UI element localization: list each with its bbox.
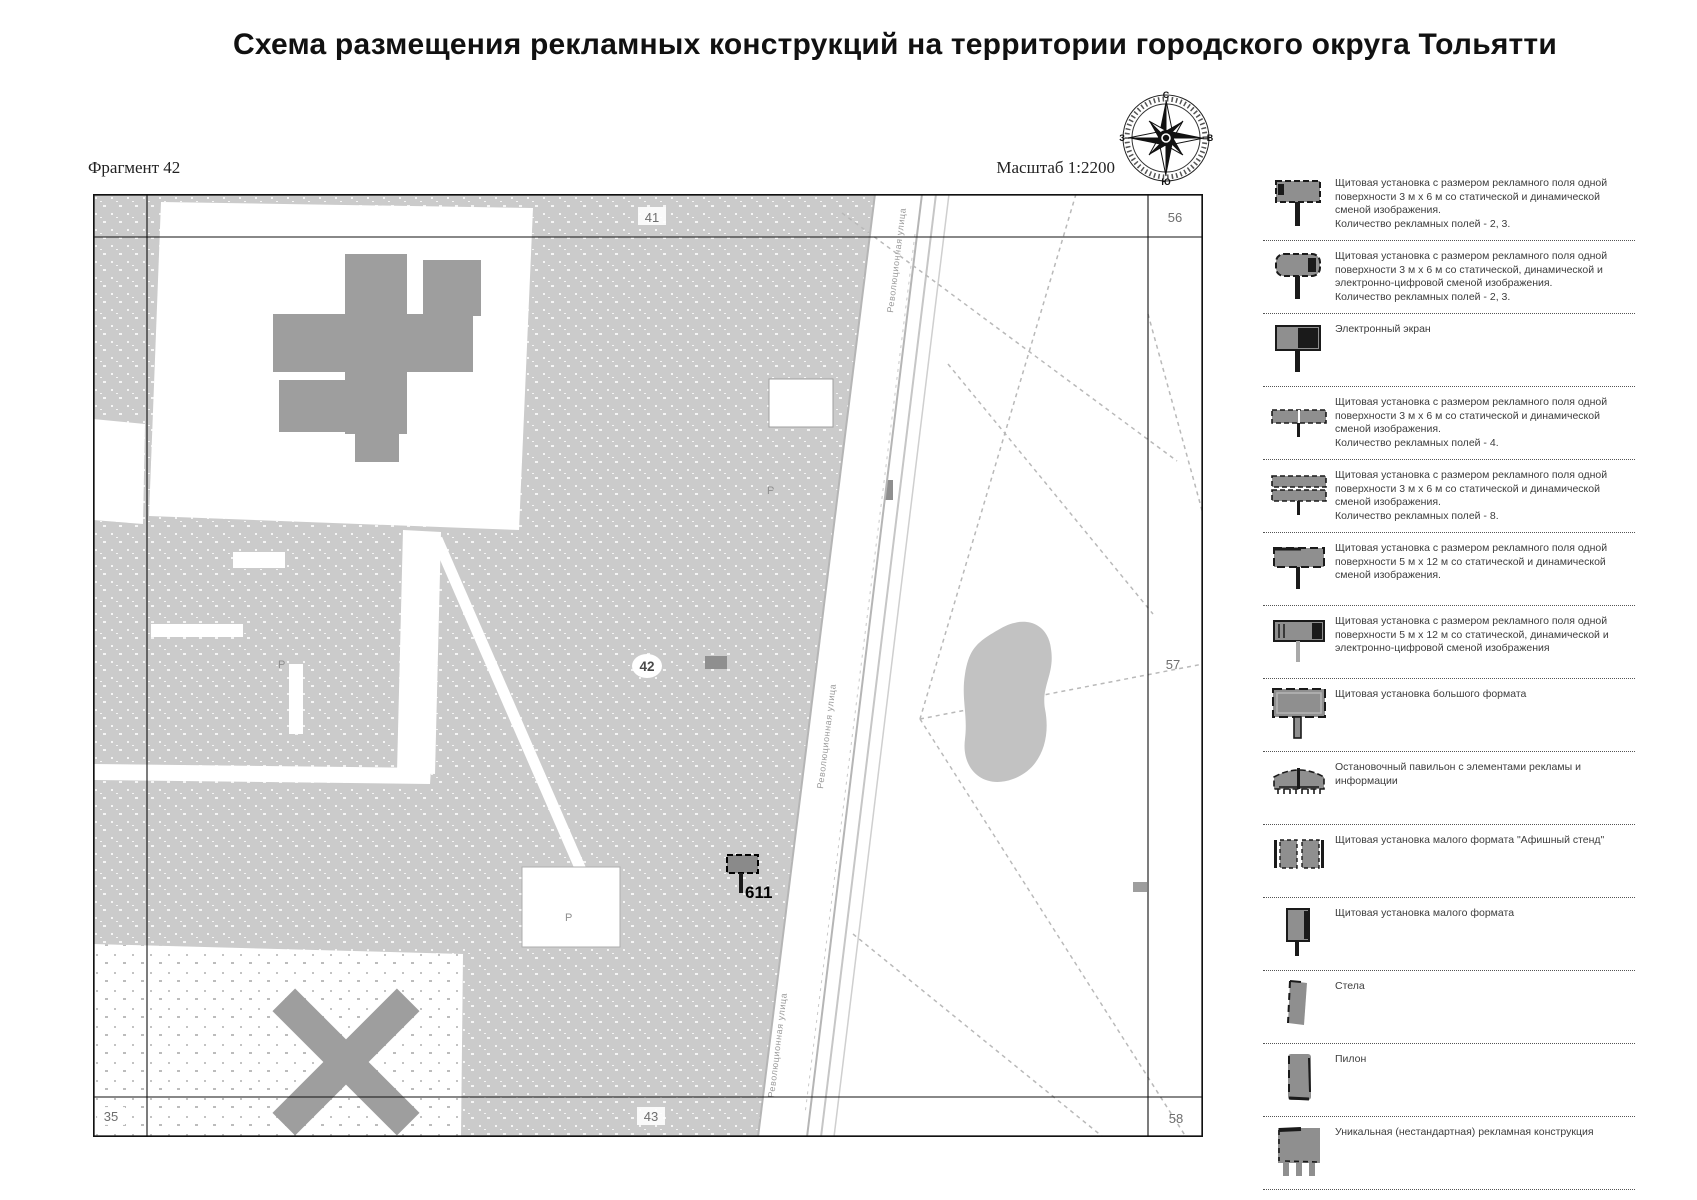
billboard-2-3-icon: [1275, 180, 1321, 226]
small-structure: [705, 656, 727, 669]
legend-item-label: Стела: [1335, 980, 1365, 992]
parking-letters: Р Р Р: [278, 485, 774, 924]
legend-item: Щитовая установка с размером рекламного …: [1263, 168, 1635, 241]
map-fragment: Революционная улица Революционная улица …: [92, 193, 1204, 1138]
compass-star: [1127, 99, 1205, 177]
grid-label-58: 58: [1169, 1111, 1183, 1126]
legend-icon-cell: [1263, 1196, 1335, 1200]
compass-south-label: Ю: [1161, 177, 1170, 186]
x-shaped-building: [272, 988, 420, 1136]
sports-palace-building: [273, 254, 481, 462]
map-frame: [92, 193, 1204, 1138]
compass-west-label: З: [1119, 133, 1125, 143]
compass-rose-icon: С Ю В З: [1119, 90, 1214, 186]
billboard-2-3-digital-icon: [1275, 253, 1321, 299]
legend-item-label: Электронный экран: [1335, 323, 1431, 335]
legend-item: Уникальная (нестандартная) рекламная кон…: [1263, 1117, 1635, 1190]
pylon-icon: [1288, 1054, 1311, 1101]
legend-icon-cell: [1263, 247, 1335, 303]
legend-item-label: Щитовая установка с размером рекламного …: [1335, 396, 1608, 449]
map-city-blocks: [93, 194, 875, 1137]
map-buildings: [272, 254, 1147, 1136]
legend-item-label: Остановочный павильон с элементами рекла…: [1335, 761, 1581, 787]
afisha-stand-icon: [1274, 839, 1324, 869]
legend-icon-cell: [1263, 320, 1335, 376]
legend-item-label: Щитовая установка с размером рекламного …: [1335, 469, 1608, 522]
legend-item-label: Щитовая установка с размером рекламного …: [1335, 177, 1608, 230]
legend-item: Щитовая установка малого формата: [1263, 898, 1635, 971]
legend-item: Щитовая установка с размером рекламного …: [1263, 606, 1635, 679]
large-format-icon: [1272, 688, 1326, 739]
legend: Щитовая установка с размером рекламного …: [1263, 168, 1635, 1200]
legend-item: Щитовая установка с размером рекламного …: [1263, 241, 1635, 314]
legend-icon-cell: [1263, 539, 1335, 595]
street-band: [757, 193, 950, 1138]
billboard-8-icon: [1271, 475, 1327, 515]
legend-item-label: Флаговая композиция, состоящая из 3-х фл…: [1335, 1196, 1635, 1200]
bus-pavilion-icon: [1273, 768, 1325, 794]
grid-label-41: 41: [645, 210, 659, 225]
legend-item: Щитовая установка с размером рекламного …: [1263, 533, 1635, 606]
legend-icon-cell: [1263, 1123, 1335, 1179]
legend-item-label: Щитовая установка большого формата: [1335, 688, 1527, 700]
legend-item-label: Щитовая установка с размером рекламного …: [1335, 542, 1608, 581]
billboard-4-icon: [1271, 409, 1327, 437]
billboard-5x12-digital-icon: [1273, 620, 1325, 662]
legend-item: Остановочный павильон с элементами рекла…: [1263, 752, 1635, 825]
map-grid-numbers: 41 56 42 57 35 43 58: [97, 207, 1183, 1126]
page-title: Схема размещения рекламных конструкций н…: [233, 28, 1557, 61]
grid-label-42: 42: [639, 659, 654, 674]
scale-label: Масштаб 1:2200: [996, 158, 1115, 177]
billboard-number-label: 611: [745, 883, 772, 902]
legend-icon-cell: [1263, 1050, 1335, 1106]
small-structure: [1133, 882, 1147, 892]
compass-north-label: С: [1163, 90, 1170, 100]
grid-label-56: 56: [1168, 210, 1182, 225]
legend-item: Щитовая установка большого формата: [1263, 679, 1635, 752]
legend-item: Пилон: [1263, 1044, 1635, 1117]
legend-icon-cell: [1263, 174, 1335, 230]
legend-item-label: Щитовая установка с размером рекламного …: [1335, 250, 1608, 303]
map-billboard-611: 611: [726, 854, 772, 902]
legend-item-label: Щитовая установка с размером рекламного …: [1335, 615, 1609, 654]
svg-text:Р: Р: [278, 659, 285, 671]
unique-icon: [1278, 1127, 1320, 1176]
legend-item: Щитовая установка малого формата "Афишны…: [1263, 825, 1635, 898]
grid-label-43: 43: [644, 1109, 658, 1124]
svg-text:Р: Р: [565, 912, 572, 924]
legend-icon-cell: [1263, 977, 1335, 1033]
legend-icon-cell: [1263, 612, 1335, 668]
legend-item: Щитовая установка с размером рекламного …: [1263, 460, 1635, 533]
legend-item-label: Щитовая установка малого формата: [1335, 907, 1515, 919]
legend-item-label: Уникальная (нестандартная) рекламная кон…: [1335, 1126, 1594, 1138]
legend-icon-cell: [1263, 393, 1335, 449]
legend-item: Щитовая установка с размером рекламного …: [1263, 387, 1635, 460]
legend-icon-cell: [1263, 831, 1335, 887]
legend-item-label: Щитовая установка малого формата "Афишны…: [1335, 834, 1605, 846]
pond: [963, 621, 1052, 782]
electronic-screen-icon: [1275, 325, 1321, 372]
legend-item-label: Пилон: [1335, 1053, 1367, 1065]
legend-item: Флаговая композиция, состоящая из 3-х фл…: [1263, 1190, 1635, 1200]
grid-label-57: 57: [1166, 657, 1180, 672]
legend-icon-cell: [1263, 466, 1335, 522]
billboard-5x12-icon: [1273, 547, 1325, 589]
compass-east-label: В: [1207, 133, 1214, 143]
park-paths: [841, 193, 1204, 1138]
legend-item: Стела: [1263, 971, 1635, 1044]
stela-icon: [1287, 980, 1307, 1025]
legend-item: Электронный экран: [1263, 314, 1635, 387]
svg-text:Р: Р: [767, 485, 774, 497]
grid-label-35: 35: [104, 1109, 118, 1124]
fragment-label: Фрагмент 42: [88, 158, 181, 177]
legend-icon-cell: [1263, 904, 1335, 960]
legend-icon-cell: [1263, 685, 1335, 741]
legend-icon-cell: [1263, 758, 1335, 814]
small-format-icon: [1286, 908, 1310, 956]
